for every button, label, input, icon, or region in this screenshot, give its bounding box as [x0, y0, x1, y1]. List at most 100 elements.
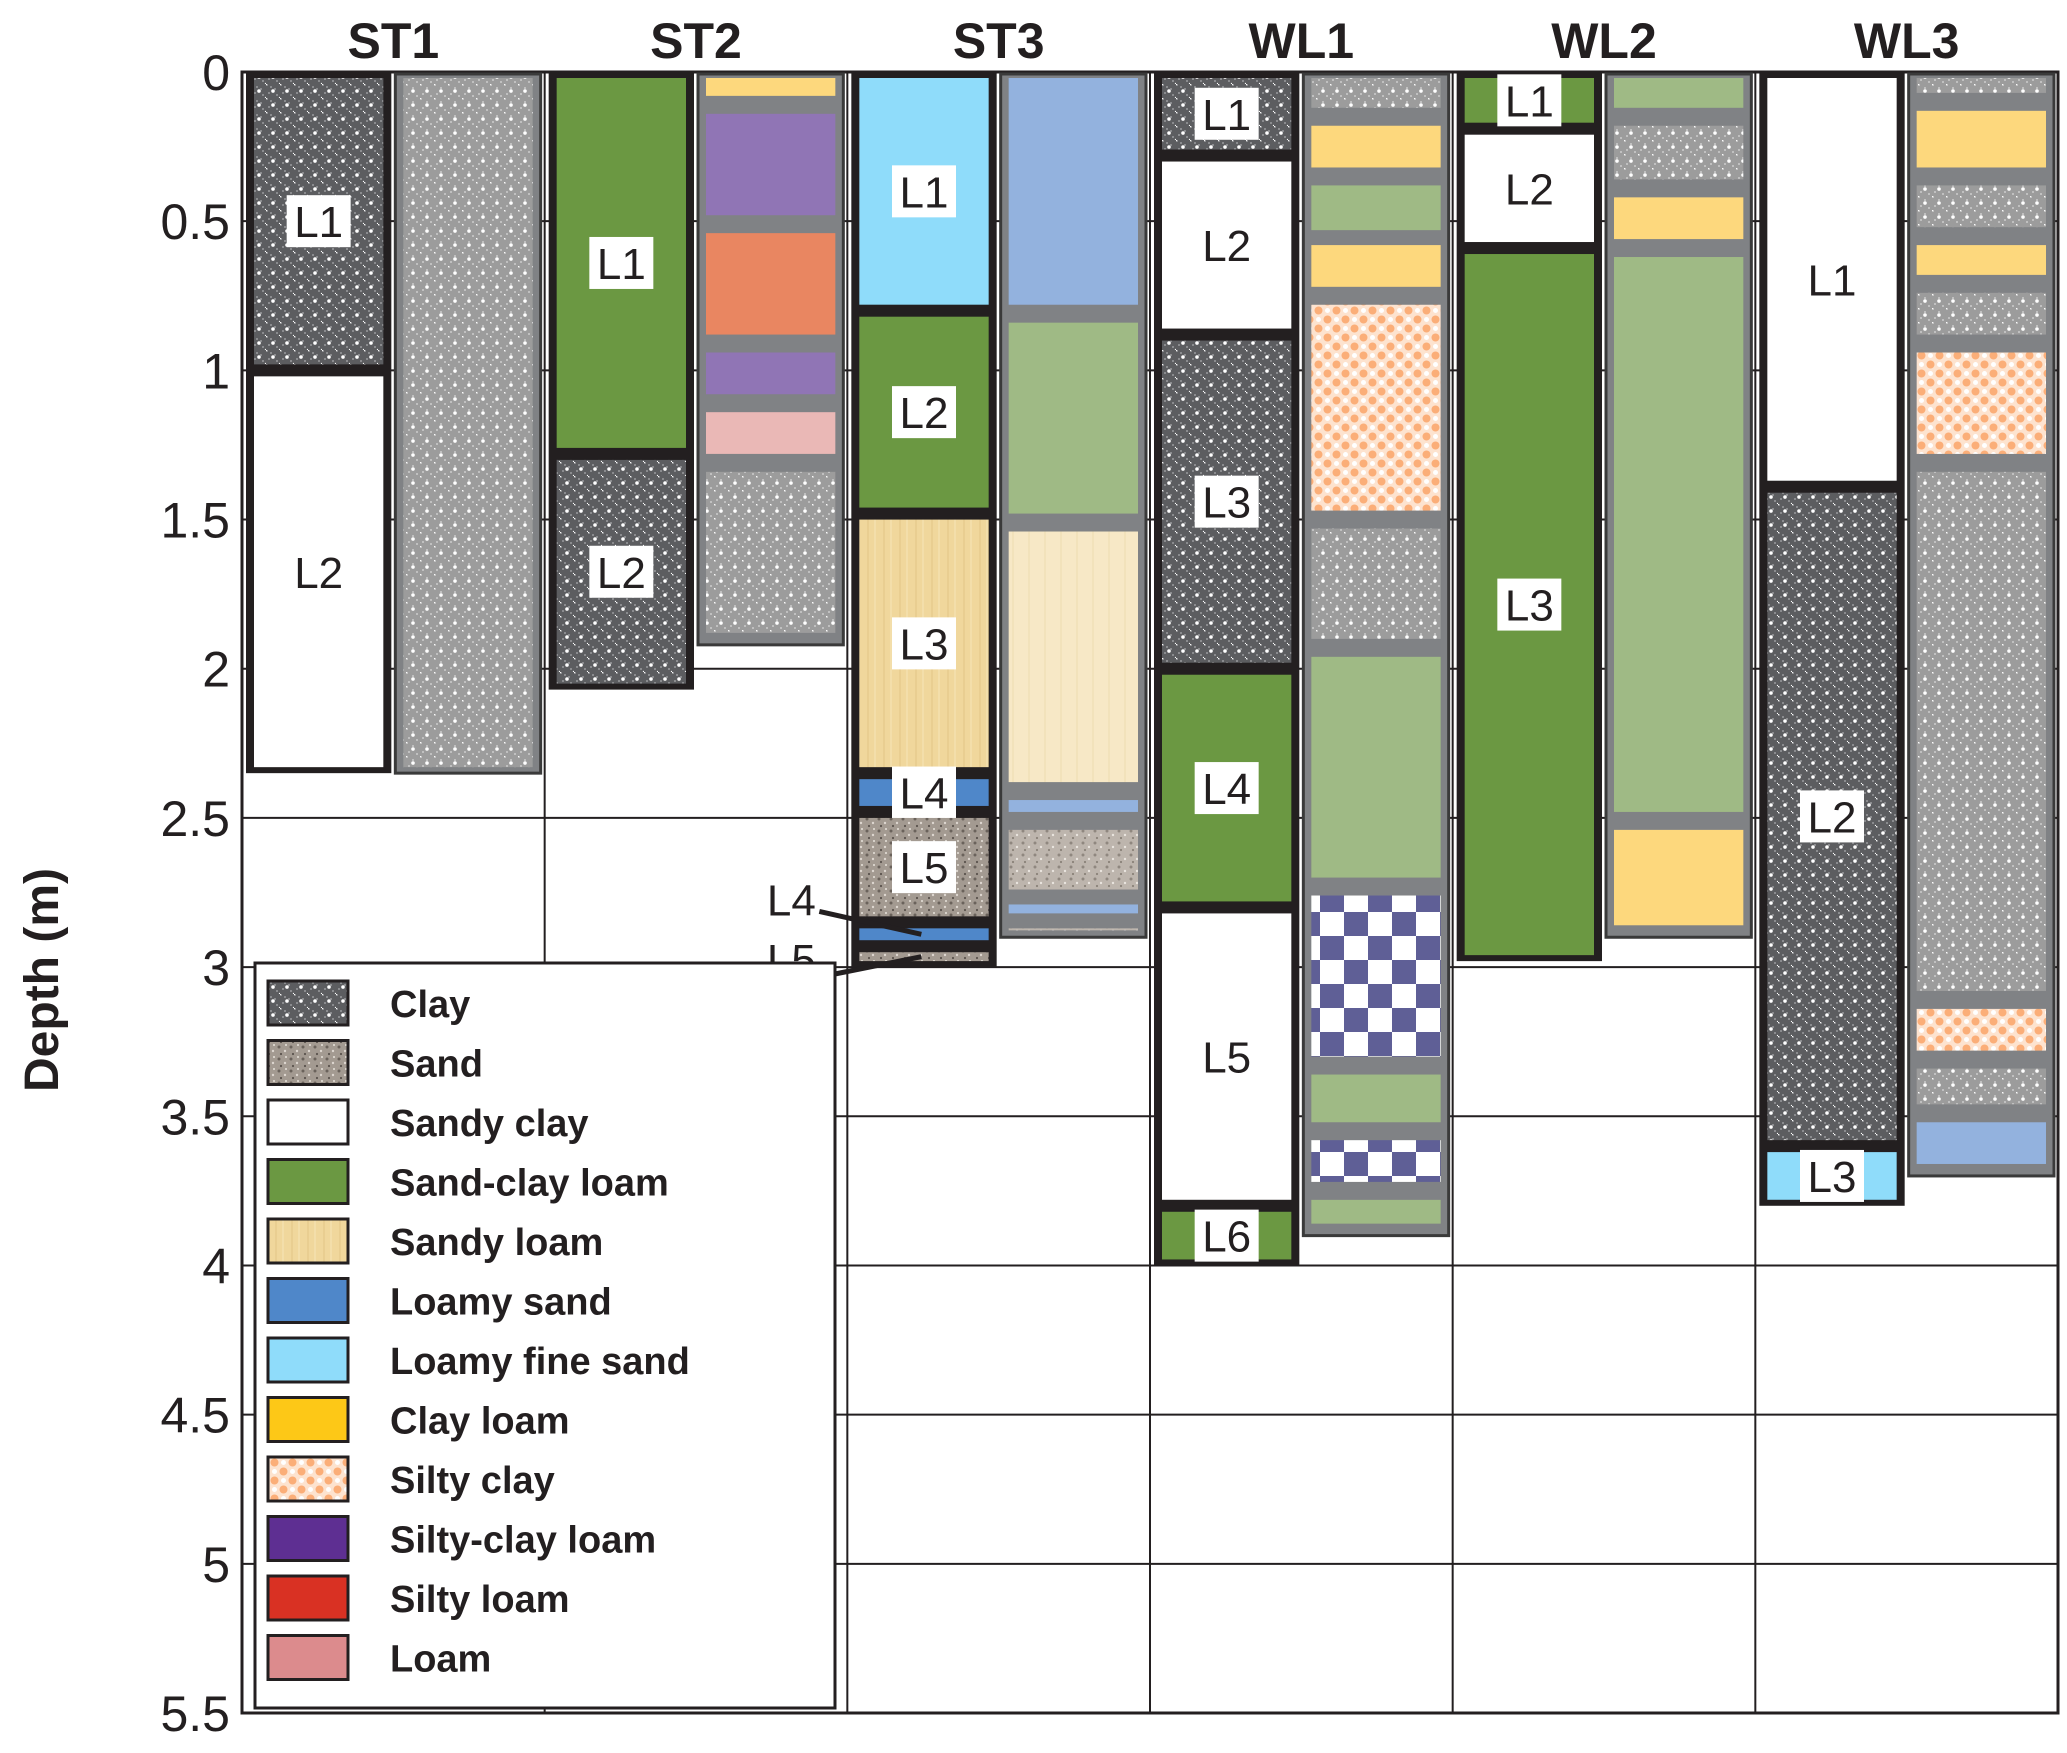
layer-label: L1	[597, 240, 646, 289]
model-layer-clay	[1916, 471, 2046, 991]
layer-label-bg	[892, 617, 956, 670]
layer-label-bg	[1194, 87, 1259, 140]
legend-item: Loam	[266, 1634, 491, 1681]
layer-label-bg	[286, 195, 351, 248]
layer-label: L4	[900, 770, 949, 819]
legend-label: Silty-clay loam	[390, 1520, 656, 1562]
legend-label: Loamy fine sand	[390, 1341, 690, 1383]
legend-item: Sand-clay loam	[266, 1158, 669, 1205]
layer-label: L5	[900, 844, 949, 893]
y-tick-label: 4.5	[160, 1388, 230, 1444]
model-layer-clay-loam	[1614, 829, 1744, 926]
model-layer-sand-clay-loam	[1311, 1074, 1441, 1123]
model-layer-silty-clay	[1916, 352, 2046, 454]
layer-label: L3	[1505, 582, 1554, 631]
layer-label: L3	[900, 620, 949, 669]
layer-label-bg	[589, 545, 654, 598]
station-title: ST3	[953, 13, 1045, 69]
layer-label-bg	[892, 165, 956, 218]
legend-label: Silty loam	[390, 1579, 570, 1621]
model-layer-sand-clay-loam	[1311, 656, 1441, 878]
station-title: ST2	[650, 13, 742, 69]
model-layer-silty-loam	[706, 233, 836, 335]
legend-item: Silty-clay loam	[266, 1515, 656, 1562]
y-axis-title: Depth (m)	[16, 868, 69, 1092]
y-tick-label: 1.5	[160, 493, 230, 549]
model-layer-clay-loam	[1916, 110, 2046, 168]
layer-label: L2	[597, 549, 646, 598]
layer-label: L3	[1808, 1153, 1857, 1202]
layer-label: L2	[294, 549, 343, 598]
legend-label: Sandy loam	[390, 1222, 603, 1264]
layer-label: L1	[900, 168, 949, 217]
model-layer-sand-clay-loam	[1008, 322, 1138, 514]
y-tick-label: 0	[202, 45, 230, 101]
model-layer-checker	[1311, 1140, 1441, 1182]
legend-label: Loamy sand	[390, 1282, 612, 1324]
legend-item: Clay loam	[266, 1396, 570, 1443]
layer-callout-label: L4	[767, 876, 816, 925]
layer-label-bg	[1194, 762, 1259, 815]
legend-label: Sand	[390, 1044, 483, 1086]
station-title: WL3	[1854, 13, 1960, 69]
layer-label-bg	[286, 545, 351, 598]
model-layer-sand-clay-loam	[1614, 257, 1744, 812]
layer-label-bg	[1800, 253, 1864, 306]
legend-item: Loamy sand	[266, 1277, 612, 1324]
legend-swatch	[266, 1396, 350, 1443]
layer-label-bg	[892, 766, 956, 819]
model-layer-loamy-sand	[1008, 904, 1138, 914]
model-layer-sandy-loam	[1008, 531, 1138, 783]
field-layer-sand	[859, 952, 989, 962]
model-layer-clay	[1916, 185, 2046, 228]
legend-item: Loamy fine sand	[266, 1336, 690, 1384]
layer-label-bg	[1194, 475, 1259, 528]
stations-layer: ST1L1L2ST2L1L2ST3L1L2L3L4L5L4L5WL1L1L2L3…	[246, 13, 2056, 1266]
y-tick-label: 2.5	[160, 791, 230, 847]
y-tick-label: 4	[202, 1238, 230, 1294]
station-title: ST1	[347, 13, 439, 69]
station-title: WL1	[1249, 13, 1355, 69]
field-layer-loamy-sand	[859, 928, 989, 941]
layer-label: L1	[1505, 77, 1554, 126]
layer-label-bg	[1194, 1209, 1259, 1262]
model-layer-silty-clay-loam	[706, 113, 836, 216]
model-layer-sand	[1008, 829, 1138, 890]
model-layer-clay	[1916, 1068, 2046, 1105]
layer-label-bg	[1194, 219, 1259, 272]
model-layer-clay	[1311, 78, 1441, 108]
legend-item: Sandy loam	[266, 1217, 603, 1265]
model-layer-silty-clay	[1311, 304, 1441, 511]
y-tick-label: 0.5	[160, 194, 230, 250]
layer-label: L6	[1202, 1213, 1251, 1262]
legend-swatch	[266, 1098, 350, 1146]
layer-label-bg	[1194, 1030, 1259, 1083]
legend-swatch	[266, 1336, 350, 1384]
layer-label: L2	[900, 389, 949, 438]
model-layer-clay-loam	[1614, 197, 1744, 240]
legend-item: Silty clay	[266, 1455, 555, 1503]
legend-item: Sandy clay	[266, 1098, 589, 1146]
legend-box	[253, 961, 837, 1710]
model-layer-loamy-sand	[1916, 1122, 2046, 1164]
layer-label: L1	[1202, 91, 1251, 140]
model-layer-sand-clay-loam	[1311, 1199, 1441, 1224]
model-layer-silty-clay	[1916, 1008, 2046, 1051]
legend-label: Clay	[390, 984, 470, 1026]
y-tick-label: 2	[202, 642, 230, 698]
model-layer-clay	[1916, 78, 2046, 93]
y-tick-label: 3.5	[160, 1089, 230, 1145]
layer-label: L2	[1808, 793, 1857, 842]
model-layer-clay	[1614, 125, 1744, 180]
layer-label: L1	[294, 198, 343, 247]
layer-label-bg	[1497, 578, 1562, 631]
legend-swatch	[266, 979, 350, 1027]
legend-label: Sandy clay	[390, 1103, 589, 1145]
layer-label: L2	[1202, 222, 1251, 271]
